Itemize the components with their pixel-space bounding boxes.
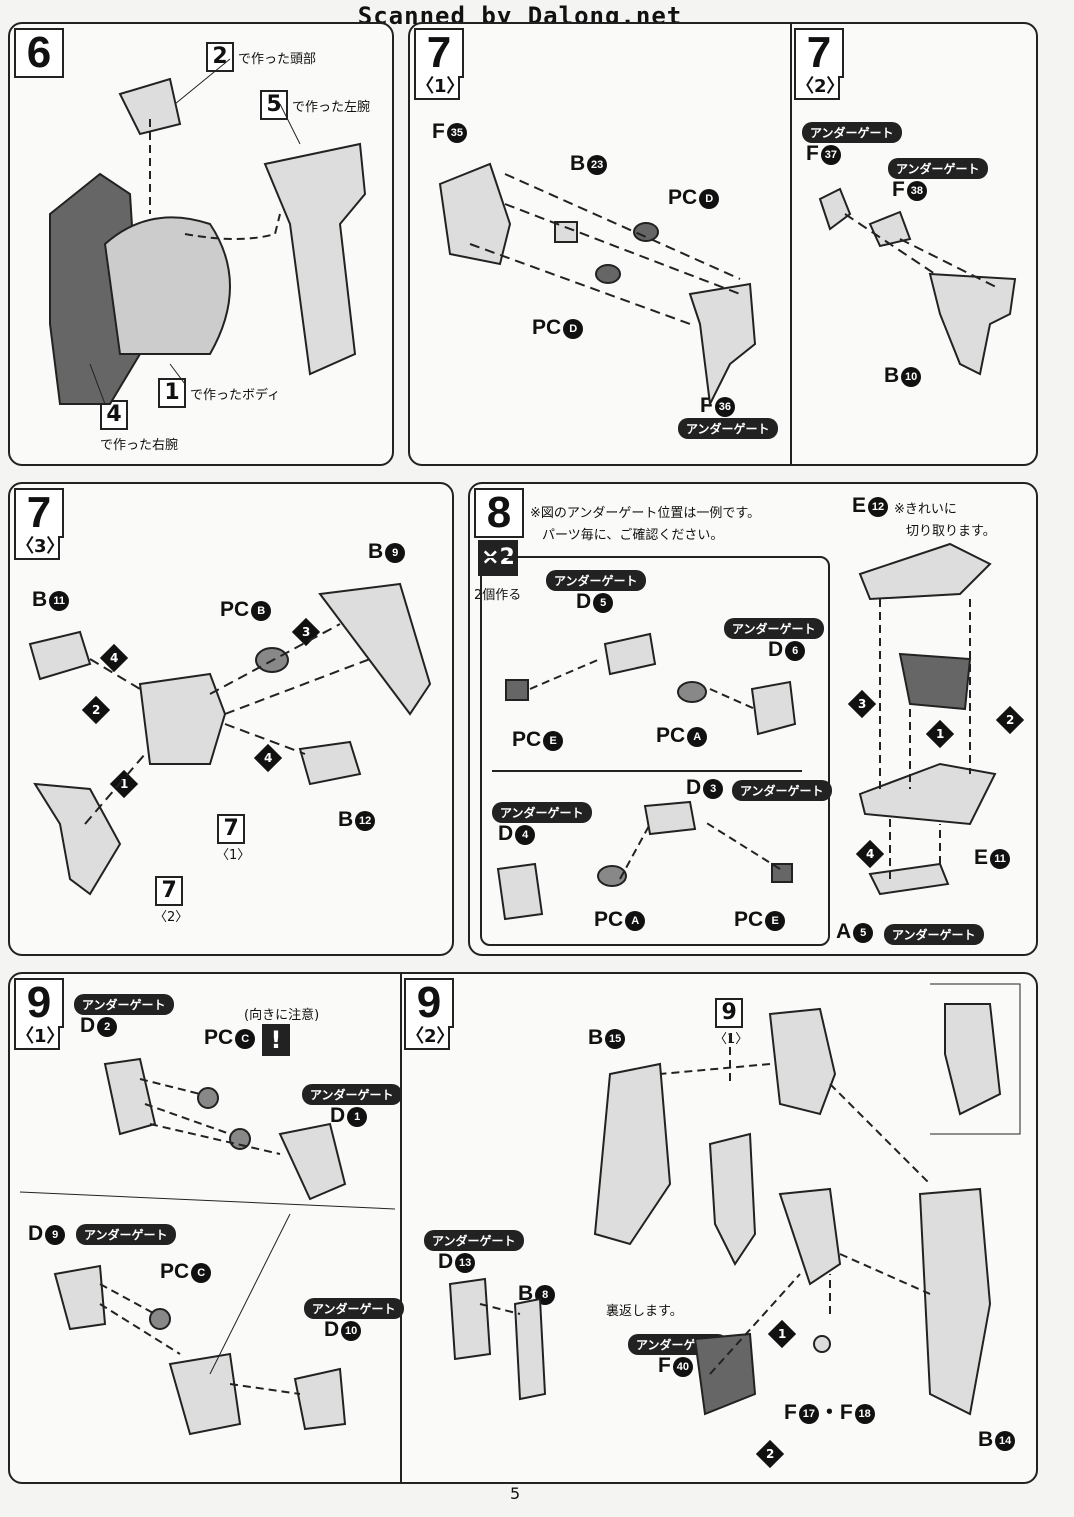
undergate-tag: アンダーゲート (884, 924, 984, 945)
right-arm-note-text: で作った右腕 (100, 438, 179, 453)
step-sub: 〈3〉 (14, 536, 65, 560)
undergate-tag: アンダーゲート (424, 1230, 524, 1251)
step-number: 9 (404, 978, 454, 1028)
times-note: 2個作る (474, 588, 522, 603)
undergate-tag: アンダーゲート (724, 618, 824, 639)
e12-note-1: ※きれいに (894, 502, 957, 517)
page-number: 5 (510, 1484, 521, 1503)
subassembly-frame (480, 556, 830, 946)
panel-divider (790, 24, 792, 464)
step7-2-illustration (818, 187, 1017, 376)
undergate-tag: アンダーゲート (76, 1224, 176, 1245)
undergate-tag: アンダーゲート (802, 122, 902, 143)
step-number: 7 (14, 488, 64, 538)
ref-step9-1: 9〈1〉 (714, 998, 749, 1047)
subassembly-divider (492, 770, 802, 772)
step7-3-illustration (28, 582, 432, 896)
step-number: 6 (14, 28, 64, 78)
undergate-tag: アンダーゲート (302, 1084, 402, 1105)
undergate-note-2: パーツ毎に、ご確認ください。 (542, 528, 724, 543)
undergate-tag: アンダーゲート (546, 570, 646, 591)
undergate-tag: アンダーゲート (304, 1298, 404, 1319)
step6-illustration (49, 58, 367, 405)
step8-illustration (496, 542, 997, 921)
e12-note-2: 切り取ります。 (906, 524, 996, 539)
step-sub: 〈2〉 (794, 76, 845, 100)
step-sub: 〈2〉 (404, 1026, 455, 1050)
undergate-tag: アンダーゲート (492, 802, 592, 823)
step-sub: 〈1〉 (414, 76, 465, 100)
step9-1-illustration (19, 1057, 396, 1436)
step-number: 8 (474, 488, 524, 538)
undergate-tag: アンダーゲート (678, 418, 778, 439)
undergate-tag: アンダーゲート (732, 780, 832, 801)
ref-step7-2: 7〈2〉 (154, 876, 189, 925)
caution-icon: ! (262, 1024, 290, 1056)
step9-2-illustration (448, 983, 1021, 1416)
panel-divider (400, 974, 402, 1482)
step-number: 7 (794, 28, 844, 78)
caution-note: (向きに注意) (244, 1008, 320, 1023)
step8-panel: 8 ×2 2個作る ※図のアンダーゲート位置は一例です。 パーツ毎に、ご確認くだ… (468, 482, 1038, 956)
step7-1-illustration (438, 162, 757, 408)
undergate-tag: アンダーゲート (74, 994, 174, 1015)
undergate-tag: アンダーゲート (888, 158, 988, 179)
undergate-note-1: ※図のアンダーゲート位置は一例です。 (530, 506, 761, 521)
step-sub: 〈1〉 (14, 1026, 65, 1050)
ref-step7-1: 7〈1〉 (216, 814, 251, 863)
flip-note: 裏返します。 (606, 1304, 683, 1319)
